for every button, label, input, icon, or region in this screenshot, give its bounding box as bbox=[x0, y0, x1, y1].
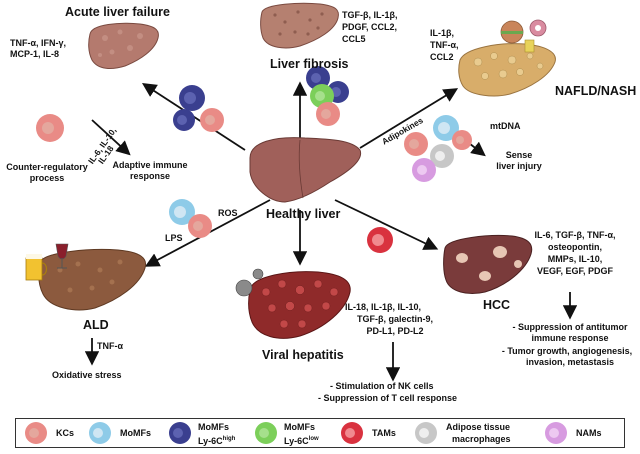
tams-cell-icon bbox=[341, 422, 363, 444]
hcc-cytokines-3: MMPs, IL-10, bbox=[547, 254, 603, 264]
fast-food-icon bbox=[500, 19, 547, 53]
legend-momfs-label: MoMFs bbox=[120, 428, 151, 438]
nafld-title: NAFLD/NASH bbox=[555, 84, 637, 98]
cells-fibrosis bbox=[306, 66, 349, 126]
hcc-outcome-4: invasion, metastasis bbox=[525, 357, 615, 367]
nafld-sense-1: Sense bbox=[505, 150, 533, 160]
fibrosis-cytokines-3: CCL5 bbox=[342, 34, 366, 44]
alf-counter-1: Counter-regulatory bbox=[6, 162, 88, 172]
fibrosis-cytokines-2: PDGF, CCL2, bbox=[342, 22, 398, 32]
nafld-cytokines-1: IL-1β, bbox=[430, 28, 454, 38]
legend-nams-label: NAMs bbox=[576, 428, 602, 438]
arrow-to-adaptive bbox=[91, 119, 131, 156]
legend: KCs MoMFs MoMFs Ly-6Chigh MoMFs Ly-6Clow… bbox=[15, 418, 625, 448]
viral-title: Viral hepatitis bbox=[262, 348, 344, 362]
legend-tams-label: TAMs bbox=[372, 428, 396, 438]
fibrosis-title: Liver fibrosis bbox=[270, 57, 349, 71]
legend-adipose-sub: macrophages bbox=[452, 434, 511, 444]
hcc-outcome-1: - Suppression of antitumor bbox=[512, 322, 628, 332]
hcc-cytokines-2: osteopontin, bbox=[548, 242, 602, 252]
nafld-cytokines-2: TNF-α, bbox=[430, 40, 459, 50]
nafld-cytokines-3: CCL2 bbox=[430, 52, 454, 62]
fibrosis-liver-icon bbox=[260, 2, 339, 49]
viral-liver-icon bbox=[235, 268, 351, 339]
ald-tnf: TNF-α bbox=[97, 341, 124, 351]
hcc-title: HCC bbox=[483, 298, 511, 312]
momfs-low-cell-icon bbox=[255, 422, 277, 444]
alf-liver-icon bbox=[88, 22, 159, 69]
legend-momfs-high-sub: Ly-6Chigh bbox=[198, 436, 236, 446]
arrow-to-alf bbox=[141, 83, 246, 151]
cells-ald bbox=[169, 199, 212, 238]
momfs-high-cell-icon bbox=[169, 422, 191, 444]
legend-momfs-high-label: MoMFs bbox=[198, 422, 229, 432]
healthy-liver-icon bbox=[249, 137, 362, 203]
ald-oxidative: Oxidative stress bbox=[52, 370, 122, 380]
momfs-cell-icon bbox=[89, 422, 111, 444]
viral-cytokines-2: TGF-β, galectin-9, bbox=[357, 314, 433, 324]
cells-hcc bbox=[367, 227, 393, 253]
viral-outcome-2: - Suppression of T cell response bbox=[318, 393, 458, 403]
legend-tams: TAMs bbox=[338, 419, 418, 447]
alcohol-icon bbox=[25, 243, 69, 281]
legend-momfs: MoMFs bbox=[86, 419, 166, 447]
viral-outcome-1: - Stimulation of NK cells bbox=[330, 381, 434, 391]
arrow-to-hcc bbox=[334, 199, 439, 250]
legend-momfs-low-sub: Ly-6Clow bbox=[284, 436, 319, 446]
legend-nams: NAMs bbox=[542, 419, 622, 447]
alf-adaptive-1: Adaptive immune bbox=[112, 160, 188, 170]
ald-ros: ROS bbox=[218, 208, 238, 218]
ald-liver-icon bbox=[38, 249, 147, 311]
nams-cell-icon bbox=[545, 422, 567, 444]
hcc-liver-icon bbox=[443, 235, 533, 294]
viral-cytokines-1: IL-18, IL-1β, IL-10, bbox=[345, 302, 422, 312]
kcs-cell-icon bbox=[25, 422, 47, 444]
legend-adipose: Adipose tissue macrophages bbox=[412, 419, 542, 447]
ald-lps: LPS bbox=[165, 233, 183, 243]
cells-nafld bbox=[404, 115, 472, 182]
legend-momfs-low-label: MoMFs bbox=[284, 422, 315, 432]
arrow-to-nafld bbox=[359, 88, 459, 149]
alf-adaptive-2: response bbox=[129, 171, 171, 181]
cells-alf bbox=[36, 85, 224, 142]
alf-title: Acute liver failure bbox=[65, 5, 170, 19]
nafld-mtdna: mtDNA bbox=[490, 121, 521, 131]
ald-title: ALD bbox=[83, 318, 109, 332]
hcc-outcome-3: - Tumor growth, angiogenesis, bbox=[501, 346, 633, 356]
legend-momfs-high: MoMFs Ly-6Chigh bbox=[166, 419, 256, 447]
hcc-cytokines-4: VEGF, EGF, PDGF bbox=[536, 266, 613, 276]
arrows bbox=[84, 81, 578, 382]
nafld-liver-icon bbox=[458, 43, 556, 97]
hcc-outcome-2: immune response bbox=[531, 333, 609, 343]
fibrosis-cytokines-1: TGF-β, IL-1β, bbox=[342, 10, 398, 20]
alf-cytokines-2: MCP-1, IL-8 bbox=[10, 49, 60, 59]
nafld-sense-2: liver injury bbox=[496, 161, 542, 171]
viral-cytokines-3: PD-L1, PD-L2 bbox=[366, 326, 424, 336]
hcc-cytokines-1: IL-6, TGF-β, TNF-α, bbox=[534, 230, 616, 240]
alf-counter-2: process bbox=[29, 173, 65, 183]
adipose-cell-icon bbox=[415, 422, 437, 444]
legend-kcs-label: KCs bbox=[56, 428, 75, 438]
healthy-liver-title: Healthy liver bbox=[266, 207, 341, 221]
legend-momfs-low: MoMFs Ly-6Clow bbox=[252, 419, 342, 447]
alf-cytokines-1: TNF-α, IFN-γ, bbox=[10, 38, 67, 48]
legend-adipose-label: Adipose tissue bbox=[446, 422, 511, 432]
legend-kcs: KCs bbox=[22, 419, 102, 447]
